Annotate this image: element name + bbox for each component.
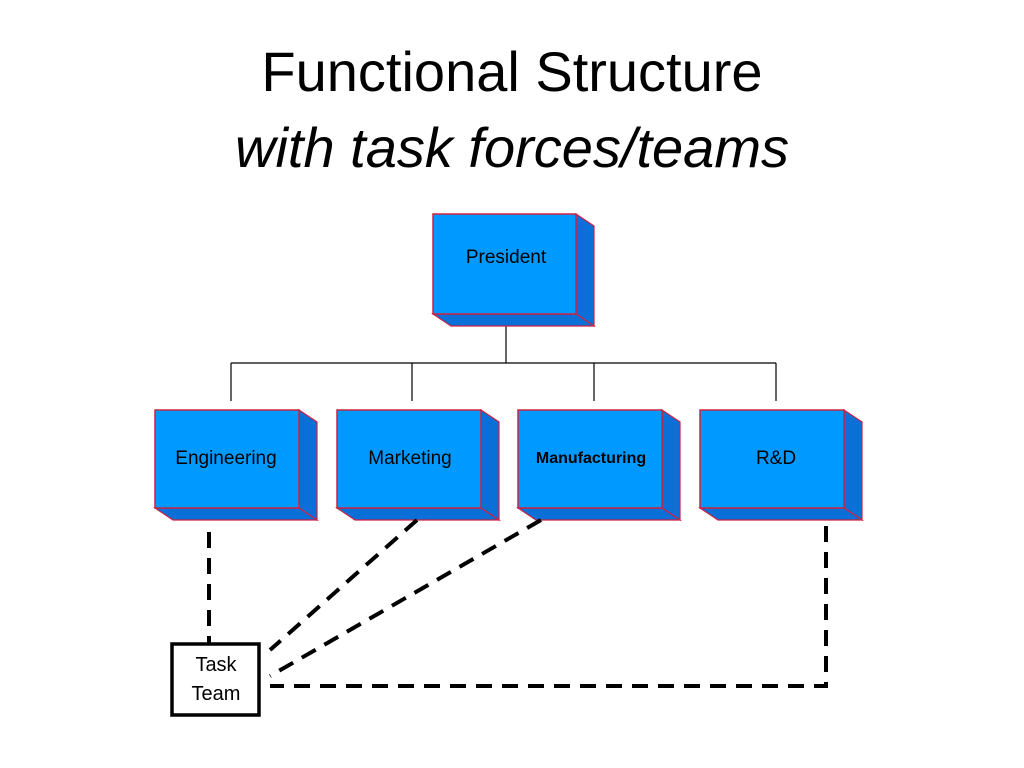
marketing-box-side xyxy=(480,408,500,522)
manufacturing-box: Manufacturing xyxy=(516,408,682,522)
marketing-box-face xyxy=(336,409,482,509)
manufacturing-box-face xyxy=(517,409,663,509)
president-label: President xyxy=(466,247,547,268)
president-box-side xyxy=(575,212,595,328)
manufacturing-box-side xyxy=(661,408,681,522)
task-team-links xyxy=(207,518,828,688)
engineering-box-face xyxy=(154,409,300,509)
president-box-bottom xyxy=(431,313,596,327)
task-team-label-line2: Team xyxy=(192,683,241,705)
rnd-box-side xyxy=(843,408,863,522)
marketing-label: Marketing xyxy=(368,448,451,469)
president-box: President xyxy=(431,212,596,328)
link-manufacturing-task-team xyxy=(269,518,542,678)
link-marketing-task-team xyxy=(268,518,419,652)
rnd-box-face xyxy=(699,409,845,509)
engineering-box-side xyxy=(298,408,318,522)
engineering-box: Engineering xyxy=(153,408,319,522)
manufacturing-label: Manufacturing xyxy=(536,450,646,467)
marketing-box: Marketing xyxy=(335,408,501,522)
hierarchy-connectors xyxy=(230,326,777,401)
engineering-label: Engineering xyxy=(175,448,276,469)
task-team-label-line1: Task xyxy=(195,654,237,676)
marketing-box-bottom xyxy=(335,507,501,521)
task-team-box-frame xyxy=(170,642,261,717)
task-team-box: Task Team xyxy=(170,642,261,717)
rnd-label: R&D xyxy=(756,448,796,469)
rnd-box-bottom xyxy=(698,507,864,521)
diagram-subtitle: with task forces/teams xyxy=(235,116,789,179)
engineering-box-bottom xyxy=(153,507,319,521)
president-box-face xyxy=(432,213,577,315)
diagram-title: Functional Structure xyxy=(261,40,763,103)
link-rnd-task-team xyxy=(270,526,828,688)
rnd-box: R&D xyxy=(698,408,864,522)
manufacturing-box-bottom xyxy=(516,507,682,521)
